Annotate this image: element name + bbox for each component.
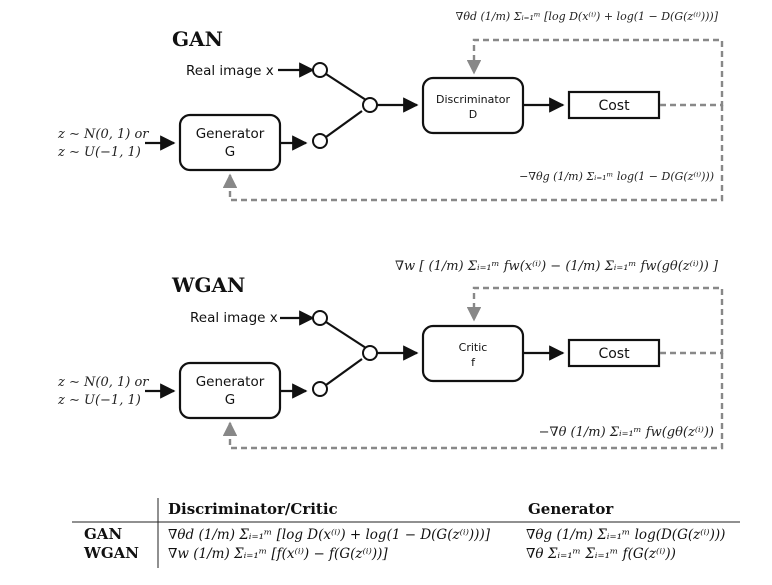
wgan-section: WGAN ∇w [ (1/m) Σᵢ₌₁ᵐ fw(x⁽ⁱ⁾) − (1/m) Σ… <box>57 259 724 450</box>
gan-cost-label: Cost <box>598 98 630 114</box>
wgan-generator-symbol: G <box>225 392 235 408</box>
gan-real-node <box>312 62 328 78</box>
gan-gen-feedback <box>222 105 724 202</box>
wgan-merge-node <box>362 345 378 361</box>
wgan-cost-box <box>567 338 661 368</box>
gan-disc-feedback <box>466 38 724 107</box>
wgan-generator-label: Generator <box>196 374 265 390</box>
gan-fake-line <box>325 110 363 138</box>
gan-cost-box <box>567 90 661 120</box>
wgan-critic-symbol: f <box>471 356 476 369</box>
gan-fake-node <box>312 133 328 149</box>
wgan-gen-feedback <box>222 353 724 450</box>
wgan-fake-line <box>325 358 363 386</box>
wgan-critic-gradient: ∇w [ (1/m) Σᵢ₌₁ᵐ fw(x⁽ⁱ⁾) − (1/m) Σᵢ₌₁ᵐ … <box>395 259 719 274</box>
gan-disc-gradient: ∇θd (1/m) Σᵢ₌₁ᵐ [log D(x⁽ⁱ⁾) + log(1 − D… <box>456 10 719 23</box>
table-header-generator: Generator <box>528 500 614 518</box>
table-header-critic: Discriminator/Critic <box>168 500 338 518</box>
gan-switch-line <box>325 73 367 101</box>
table-row-label: GAN <box>84 525 122 543</box>
gan-discriminator-symbol: D <box>469 108 477 121</box>
wgan-title: WGAN <box>171 273 245 297</box>
table-row-label: WGAN <box>83 544 139 562</box>
table-cell-critic: ∇θd (1/m) Σᵢ₌₁ᵐ [log D(x⁽ⁱ⁾) + log(1 − D… <box>168 527 491 543</box>
wgan-cost-label: Cost <box>598 346 630 362</box>
wgan-gen-gradient: −∇θ (1/m) Σᵢ₌₁ᵐ fw(gθ(z⁽ⁱ⁾)) <box>539 425 714 440</box>
gan-section: GAN ∇θd (1/m) Σᵢ₌₁ᵐ [log D(x⁽ⁱ⁾) + log(1… <box>57 10 724 202</box>
wgan-real-node <box>312 310 328 326</box>
gan-gen-gradient: −∇θg (1/m) Σᵢ₌₁ᵐ log(1 − D(G(z⁽ⁱ⁾))) <box>519 170 714 183</box>
wgan-switch-line <box>325 321 367 349</box>
wgan-noise-1: z ∼ N(0, 1) or <box>57 375 149 390</box>
table-cell-generator: ∇θg (1/m) Σᵢ₌₁ᵐ log(D(G(z⁽ⁱ⁾))) <box>526 527 725 543</box>
wgan-generator-box <box>178 361 282 420</box>
wgan-noise-2: z ∼ U(−1, 1) <box>57 393 141 408</box>
gan-real-label: Real image x <box>186 63 274 79</box>
gan-merge-node <box>362 97 378 113</box>
gan-noise-1: z ∼ N(0, 1) or <box>57 127 149 142</box>
wgan-fake-node <box>312 381 328 397</box>
table-cell-generator: ∇θ Σᵢ₌₁ᵐ Σᵢ₌₁ᵐ f(G(z⁽ⁱ⁾)) <box>526 546 676 562</box>
gan-generator-symbol: G <box>225 144 235 160</box>
comparison-table: Discriminator/Critic Generator GAN ∇θd (… <box>72 498 740 568</box>
gan-generator-box <box>178 113 282 172</box>
gan-discriminator-label: Discriminator <box>436 93 510 106</box>
gan-generator-label: Generator <box>196 126 265 142</box>
gan-noise-2: z ∼ U(−1, 1) <box>57 145 141 160</box>
table-cell-critic: ∇w (1/m) Σᵢ₌₁ᵐ [f(x⁽ⁱ⁾) − f(G(z⁽ⁱ⁾))] <box>168 546 388 562</box>
wgan-critic-feedback <box>466 286 724 355</box>
wgan-real-label: Real image x <box>190 310 278 326</box>
wgan-critic-label: Critic <box>459 341 488 354</box>
gan-title: GAN <box>172 27 223 51</box>
